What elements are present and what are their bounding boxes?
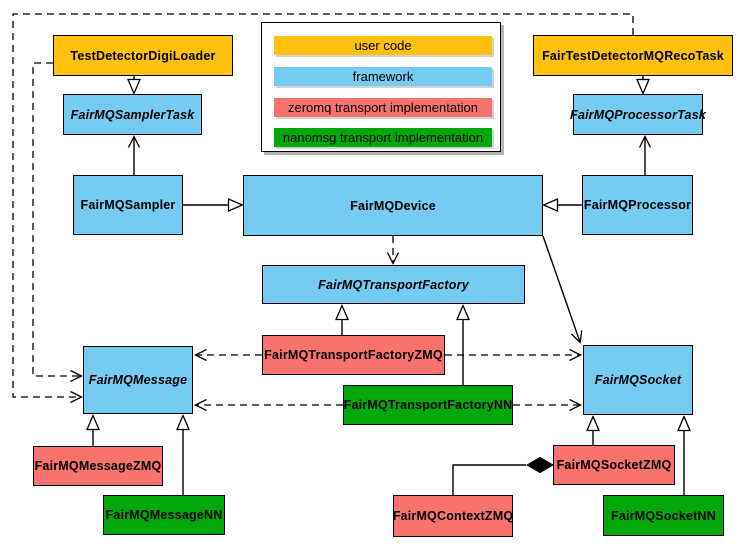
node-fairmqtransportfactoryzmq: FairMQTransportFactoryZMQ (262, 335, 445, 375)
node-fairmqmessagezmq: FairMQMessageZMQ (33, 446, 163, 486)
node-fairmqsamplertask: FairMQSamplerTask (63, 94, 202, 135)
node-fairmqcontextzmq: FairMQContextZMQ (393, 495, 513, 537)
legend-item-zeromq: zeromq transport implementation (274, 98, 492, 117)
node-fairmqsocket: FairMQSocket (583, 345, 693, 415)
node-fairmqsocketzmq: FairMQSocketZMQ (553, 445, 675, 485)
node-fairmqmessagenn: FairMQMessageNN (103, 495, 225, 535)
node-fairmqprocessor: FairMQProcessor (582, 175, 693, 235)
legend-box: user code framework zeromq transport imp… (261, 22, 501, 152)
node-fairmqsocketnn: FairMQSocketNN (603, 495, 724, 536)
edge-recotask-message (12, 13, 634, 404)
edge-contextzmq-socketzmq (452, 464, 526, 495)
legend-item-nanomsg: nanomsg transport implementation (274, 128, 492, 147)
node-fairmqtransportfactory: FairMQTransportFactory (262, 265, 525, 304)
edge-device-socket (542, 235, 583, 344)
node-fairmqtransportfactorynn: FairMQTransportFactoryNN (343, 385, 513, 425)
node-fairtestdetectormqrecotask: FairTestDetectorMQRecoTask (533, 35, 733, 76)
node-fairmqprocessortask: FairMQProcessorTask (570, 94, 706, 135)
node-testdetectordigiloader: TestDetectorDigiLoader (53, 35, 233, 76)
composition-diamond-icon (525, 456, 555, 474)
legend-item-framework: framework (274, 67, 492, 86)
node-fairmqsampler: FairMQSampler (73, 175, 183, 235)
legend-item-user-code: user code (274, 36, 492, 55)
node-fairmqdevice: FairMQDevice (243, 175, 543, 236)
node-fairmqmessage: FairMQMessage (83, 346, 193, 414)
